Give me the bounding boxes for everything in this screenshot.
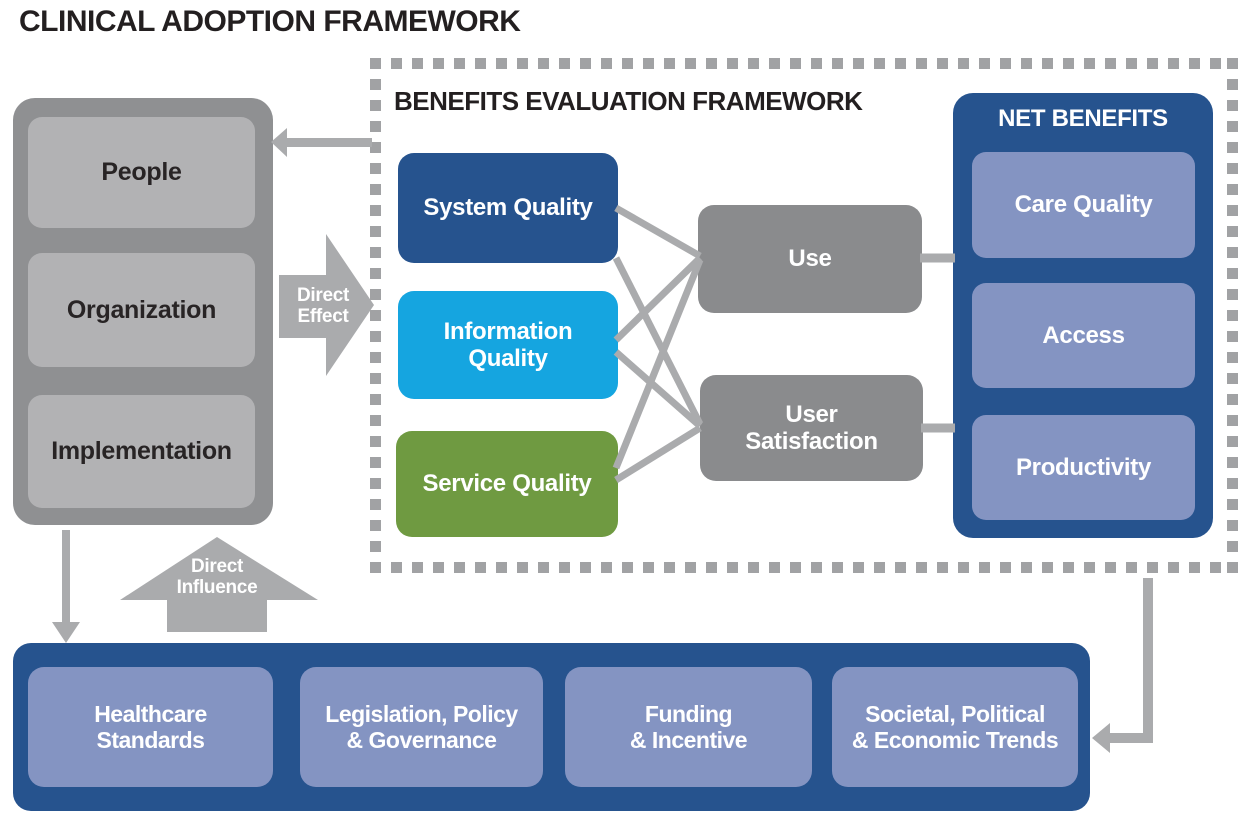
net-benefits-title: NET BENEFITS (998, 105, 1168, 132)
benefits-evaluation-title: BENEFITS EVALUATION FRAMEWORK (394, 86, 863, 116)
env-box-healthcare-standards: Healthcare Standards (28, 667, 273, 787)
net-benefits-productivity: Productivity (972, 415, 1195, 520)
net-benefits-access: Access (972, 283, 1195, 388)
service-quality-box: Service Quality (396, 431, 618, 537)
adoption-box-implementation: Implementation (28, 395, 255, 508)
environment-bar: Healthcare Standards Legislation, Policy… (13, 643, 1090, 811)
information-quality-box: Information Quality (398, 291, 618, 399)
adoption-box-people: People (28, 117, 255, 228)
arrow-netbenefits-to-environment (1092, 578, 1153, 753)
net-benefits-panel: NET BENEFITS Care Quality Access Product… (953, 93, 1213, 538)
net-benefits-care-quality: Care Quality (972, 152, 1195, 258)
env-box-societal-trends: Societal, Political & Economic Trends (832, 667, 1078, 787)
system-quality-box: System Quality (398, 153, 618, 263)
use-box: Use (698, 205, 922, 313)
user-satisfaction-box: User Satisfaction (700, 375, 923, 481)
env-box-legislation-policy: Legislation, Policy & Governance (300, 667, 543, 787)
arrow-bef-to-adoption (271, 128, 372, 157)
adoption-box-organization: Organization (28, 253, 255, 367)
env-box-funding-incentive: Funding & Incentive (565, 667, 812, 787)
adoption-panel: People Organization Implementation (13, 98, 273, 525)
arrow-adoption-to-environment (52, 530, 80, 643)
direct-influence-label: Direct Influence (176, 555, 258, 598)
direct-effect-label: Direct Effect (296, 284, 350, 327)
page-title: CLINICAL ADOPTION FRAMEWORK (19, 5, 521, 38)
